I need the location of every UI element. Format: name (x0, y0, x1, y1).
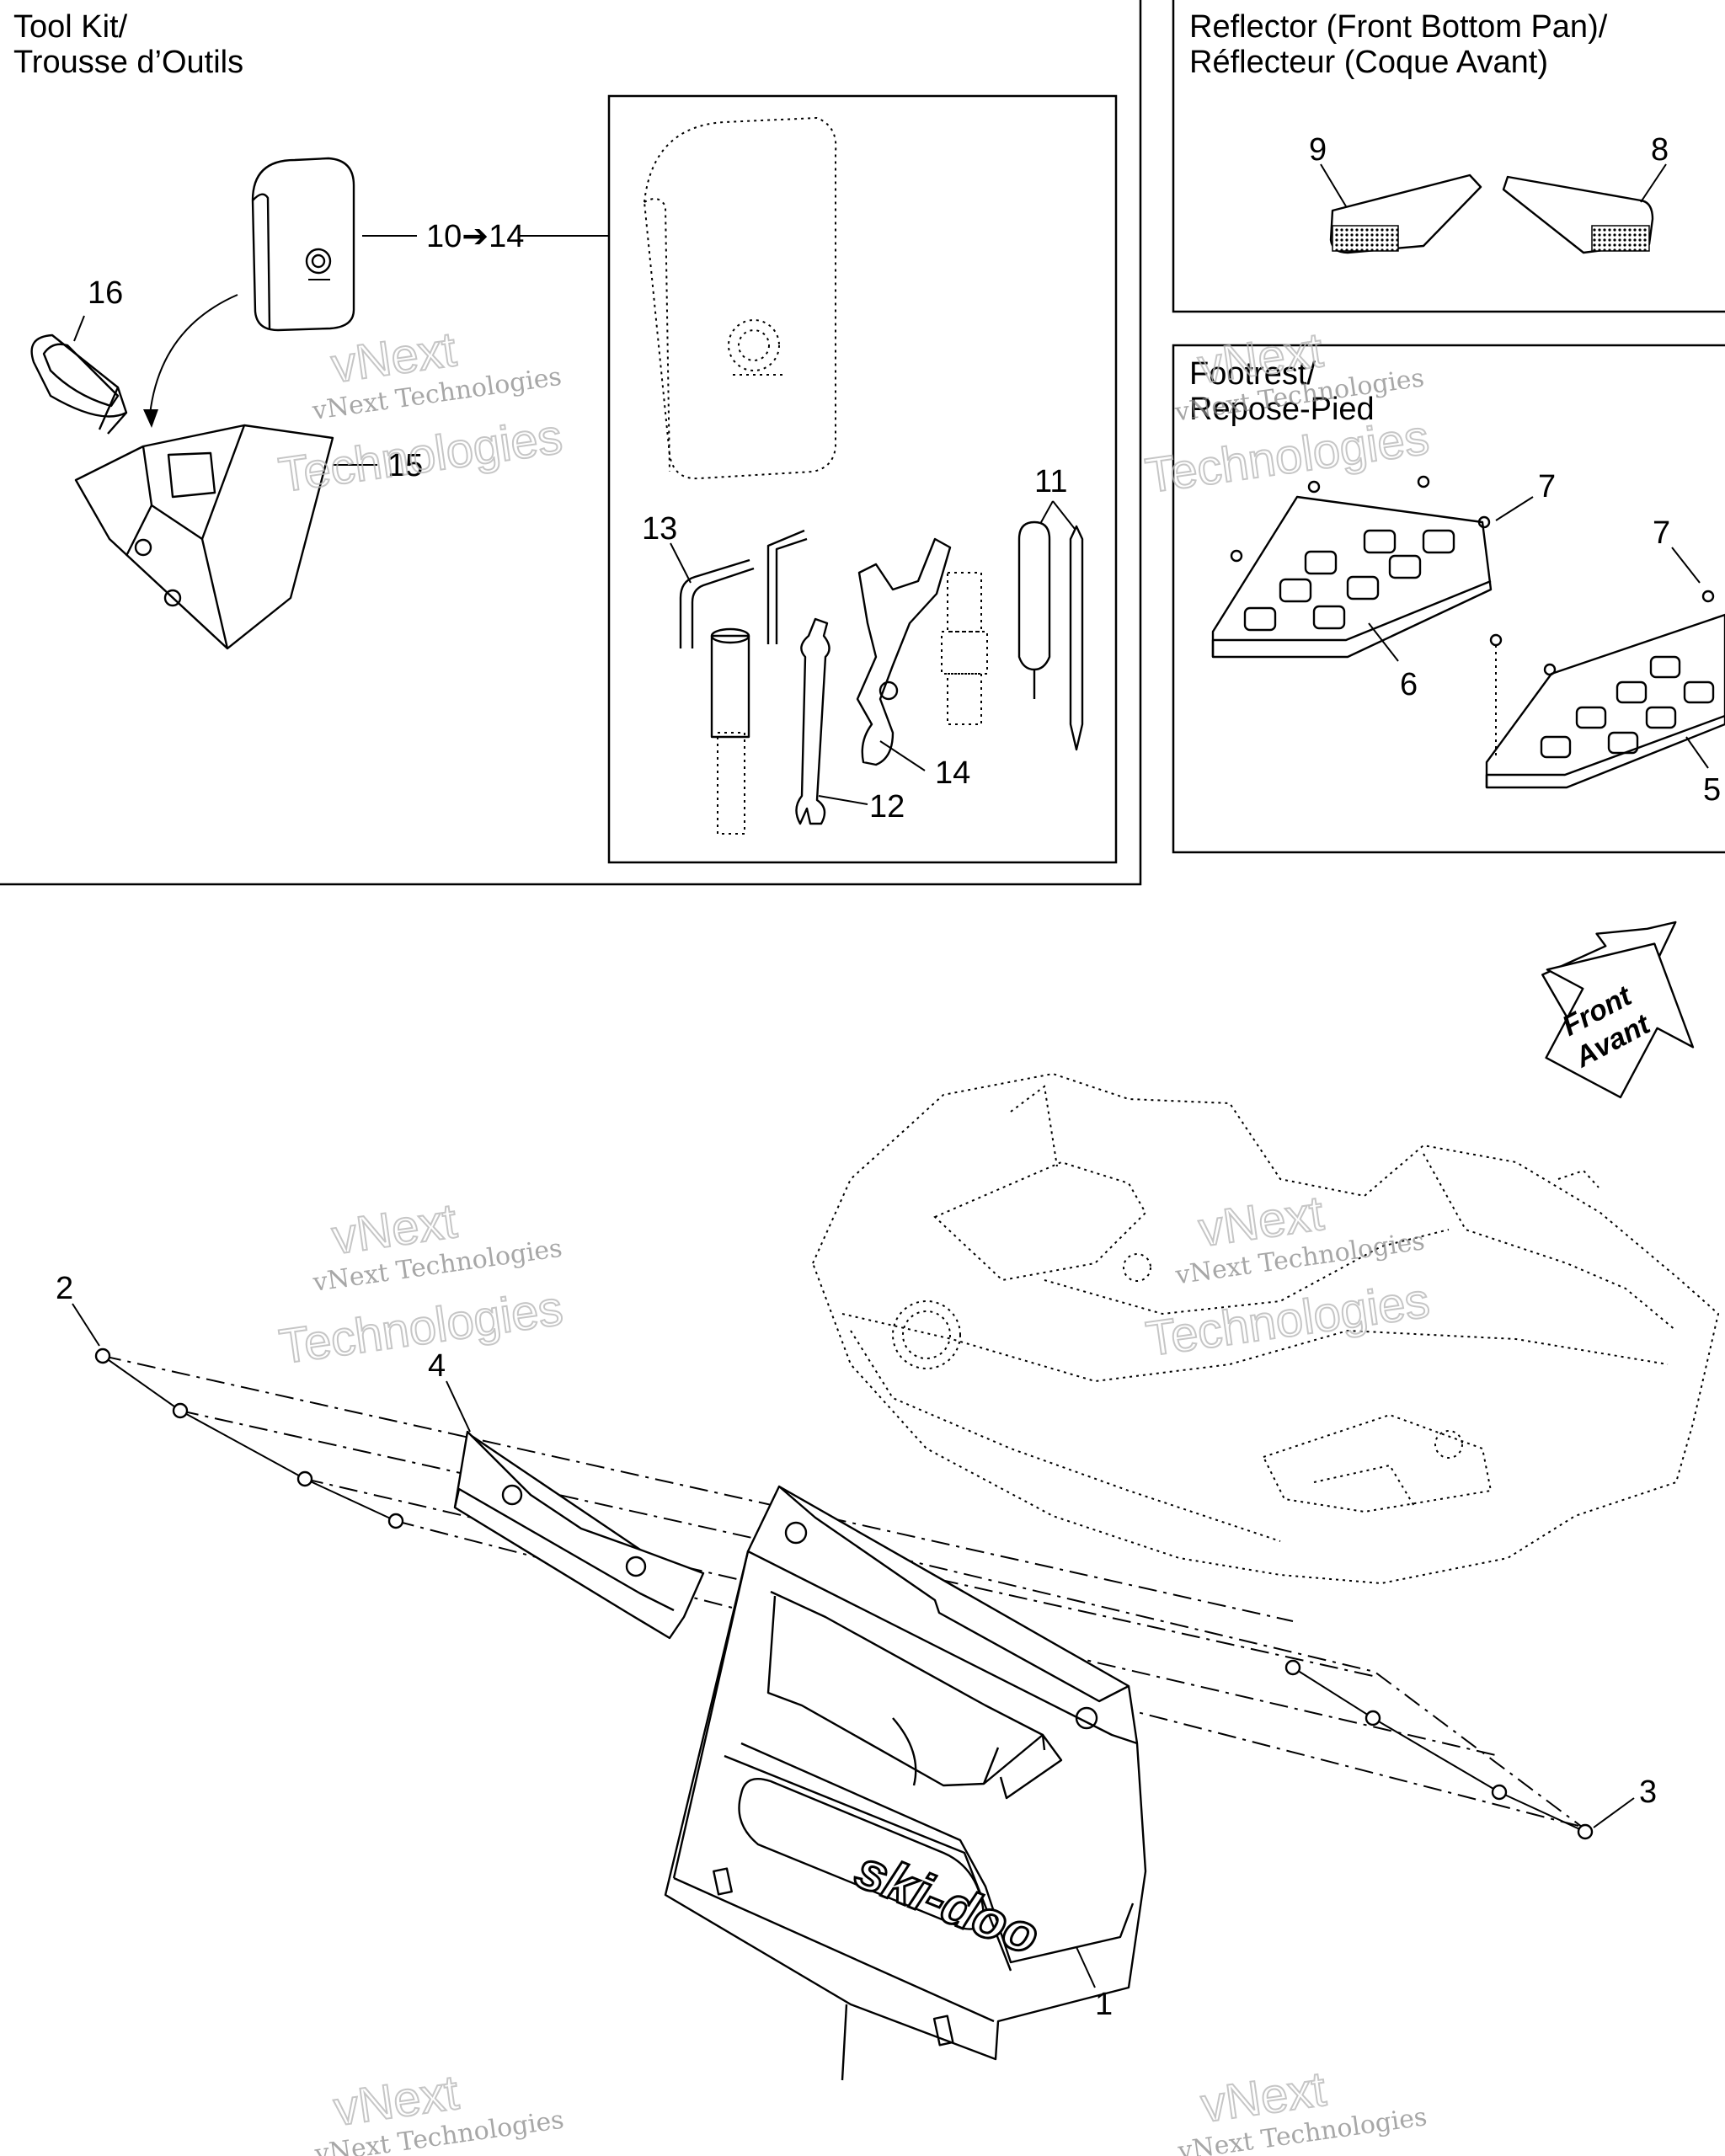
callout-12: 12 (869, 789, 905, 825)
reflector-bracket-4 (453, 1430, 705, 1640)
callout-9: 9 (1309, 132, 1327, 168)
watermark-1: vNext vNext Technologies Technologies (275, 321, 566, 504)
watermark-6: vNext vNext Technologies (1175, 2061, 1429, 2156)
callout-10-14: 10➔14 (426, 219, 524, 254)
strap-16 (30, 334, 128, 435)
screwdriver-11 (1017, 520, 1084, 751)
tool-kit-section-frame (0, 0, 1142, 886)
front-direction-arrow (1541, 921, 1695, 1099)
fastener-rivet-3 (1284, 1659, 1594, 1840)
callout-11: 11 (1034, 464, 1067, 499)
callout-13: 13 (642, 511, 677, 547)
footrest-title-en: Footrest/ (1189, 356, 1316, 392)
callout-16: 16 (88, 275, 123, 311)
tool-kit-bracket-15 (74, 424, 334, 650)
socket-adapter (941, 572, 988, 725)
tool-bag-small (251, 157, 355, 332)
spark-plug-socket (710, 627, 750, 835)
reflector-section-frame (1172, 0, 1725, 313)
callout-8: 8 (1651, 132, 1669, 168)
watermark-5: vNext vNext Technologies (312, 2064, 566, 2156)
watermark-3: vNext vNext Technologies Technologies (275, 1193, 567, 1375)
callout-1: 1 (1095, 1987, 1113, 2022)
callout-7b: 7 (1653, 515, 1670, 551)
fastener-rivet-2 (94, 1348, 404, 1529)
footrest-section-frame (1172, 344, 1725, 854)
vehicle-frame-dotted (811, 1072, 1720, 1585)
wrench-12 (795, 617, 830, 825)
callout-14: 14 (935, 755, 970, 791)
reflector-title-en: Reflector (Front Bottom Pan)/ (1189, 9, 1608, 45)
callout-4: 4 (428, 1348, 446, 1384)
reflector-title-fr: Réflecteur (Coque Avant) (1189, 45, 1548, 80)
footrest-5 (1485, 590, 1725, 789)
callout-15: 15 (387, 448, 423, 483)
front-guard-1 (664, 1485, 1147, 2081)
tool-kit-title-en: Tool Kit/ (13, 9, 128, 45)
reflector-8 (1502, 175, 1654, 254)
watermark-2: vNext vNext Technologies Technologies (1141, 322, 1433, 504)
callout-2: 2 (56, 1271, 73, 1306)
hex-key-13 (679, 529, 808, 648)
callout-6: 6 (1400, 667, 1418, 702)
tool-bag-large (643, 116, 837, 480)
callout-7a: 7 (1538, 469, 1556, 504)
tool-kit-title-fr: Trousse d’Outils (13, 45, 243, 80)
footrest-6 (1211, 475, 1493, 659)
footrest-title-fr: Repose-Pied (1189, 392, 1375, 427)
callout-3: 3 (1639, 1774, 1657, 1810)
callout-5: 5 (1703, 772, 1721, 808)
reflector-9 (1329, 173, 1482, 254)
multi-tool-14 (856, 537, 952, 766)
watermark-4: vNext vNext Technologies Technologies (1142, 1185, 1434, 1368)
